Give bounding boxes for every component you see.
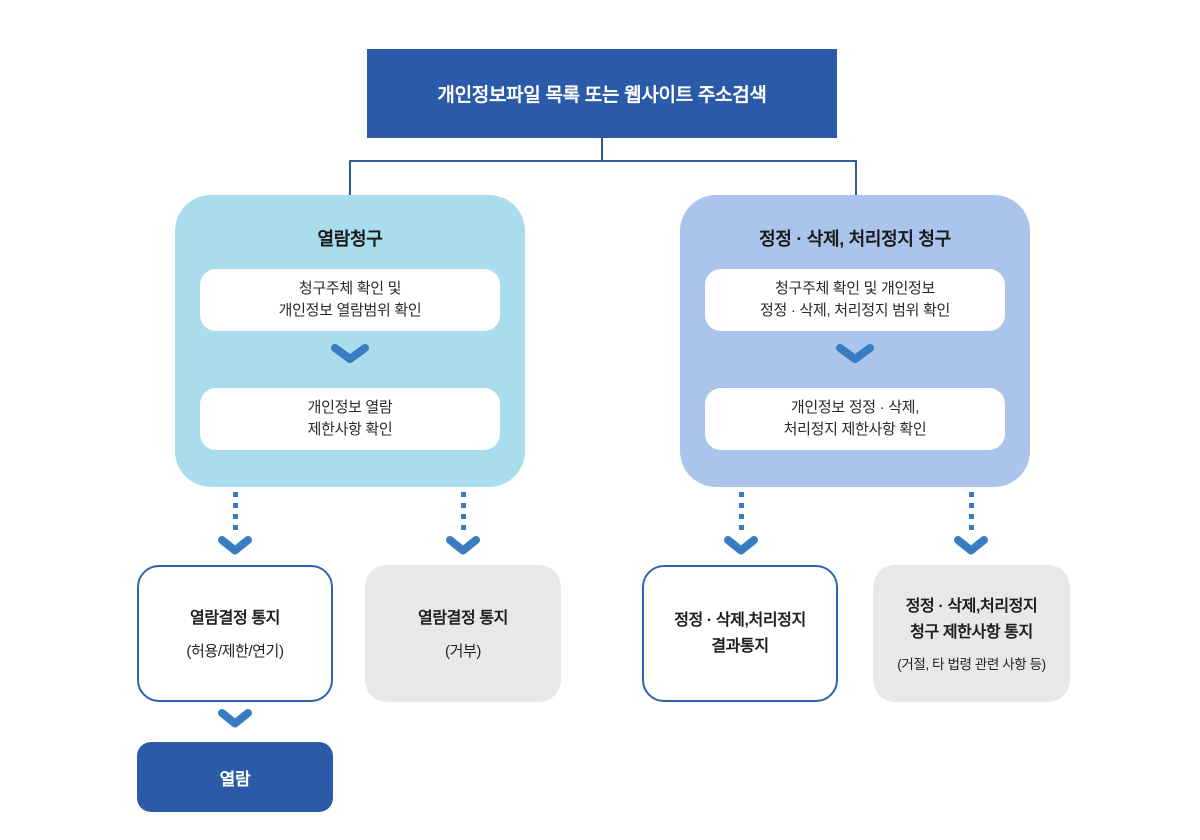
outcome-access-decision-denied: 열람결정 통지 (거부) (365, 565, 561, 702)
connector-horizontal (349, 160, 857, 162)
step-correction-check-restrictions: 개인정보 정정 · 삭제, 처리정지 제한사항 확인 (705, 388, 1005, 450)
panel-access-title: 열람청구 (317, 229, 383, 249)
outcome-subtitle: (거부) (445, 643, 481, 661)
dashed-line (460, 492, 466, 535)
outcome-subtitle: (거절, 타 법령 관련 사항 등) (897, 656, 1046, 672)
dashed-arrow-icon (445, 492, 481, 558)
dashed-arrow-icon (217, 492, 253, 558)
final-access-label: 열람 (219, 769, 251, 789)
panel-correction-title: 정정 · 삭제, 처리정지 청구 (759, 229, 951, 249)
connector-top-vertical (601, 137, 603, 162)
dashed-line (738, 492, 744, 535)
final-access-box: 열람 (137, 742, 333, 812)
dashed-arrow-icon (723, 492, 759, 558)
top-process-label: 개인정보파일 목록 또는 웹사이트 주소검색 (437, 85, 767, 106)
connector-right-vertical (855, 160, 857, 196)
outcome-title: 정정 · 삭제,처리정지 청구 제한사항 통지 (905, 598, 1038, 641)
chevron-down-icon (330, 343, 370, 365)
outcome-access-decision-notice: 열람결정 통지 (허용/제한/연기) (137, 565, 333, 702)
connector-left-vertical (349, 160, 351, 196)
step-access-verify-subject: 청구주체 확인 및 개인정보 열람범위 확인 (200, 269, 500, 331)
outcome-correction-restriction-notice: 정정 · 삭제,처리정지 청구 제한사항 통지 (거절, 타 법령 관련 사항 … (873, 565, 1070, 702)
dashed-line (232, 492, 238, 535)
panel-correction-request: 정정 · 삭제, 처리정지 청구 청구주체 확인 및 개인정보 정정 · 삭제,… (680, 195, 1030, 487)
step-access-check-restrictions: 개인정보 열람 제한사항 확인 (200, 388, 500, 450)
step-correction-verify-subject: 청구주체 확인 및 개인정보 정정 · 삭제, 처리정지 범위 확인 (705, 269, 1005, 331)
outcome-subtitle: (허용/제한/연기) (186, 643, 284, 661)
panel-access-request: 열람청구 청구주체 확인 및 개인정보 열람범위 확인 개인정보 열람 제한사항… (175, 195, 525, 487)
outcome-title: 정정 · 삭제,처리정지 결과통지 (674, 611, 806, 655)
top-process-box: 개인정보파일 목록 또는 웹사이트 주소검색 (367, 49, 837, 138)
outcome-correction-result-notice: 정정 · 삭제,처리정지 결과통지 (642, 565, 838, 702)
outcome-title: 열람결정 통지 (418, 609, 508, 627)
chevron-down-icon (217, 708, 253, 730)
chevron-down-icon (835, 343, 875, 365)
dashed-line (968, 492, 974, 535)
dashed-arrow-icon (953, 492, 989, 558)
outcome-title: 열람결정 통지 (190, 609, 280, 627)
